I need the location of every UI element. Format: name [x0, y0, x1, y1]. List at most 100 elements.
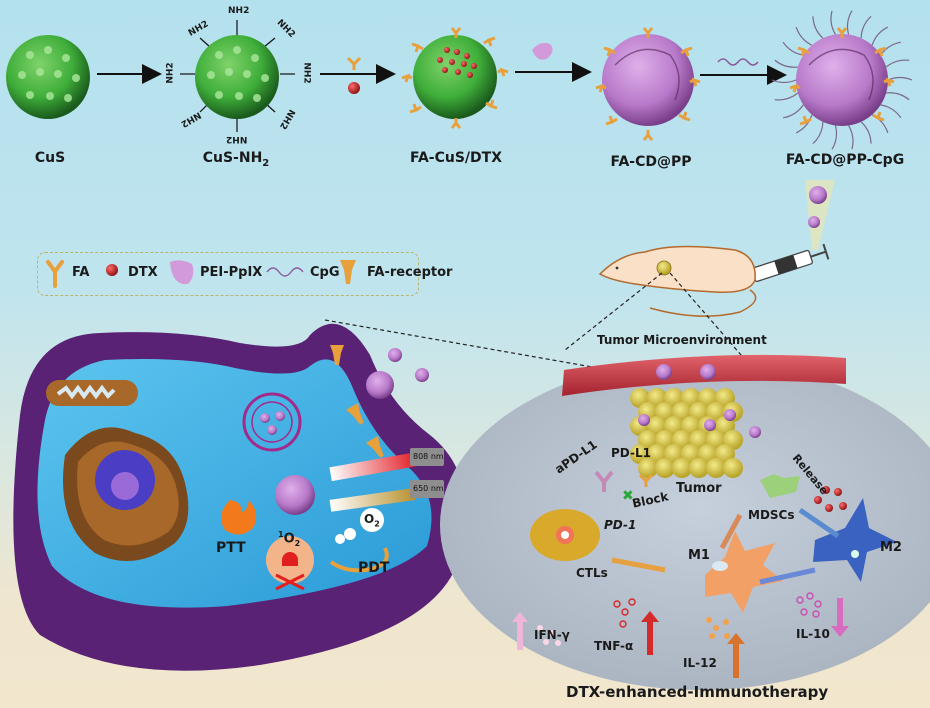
pdl1-label: PD-L1 [611, 446, 651, 460]
cpg-reagent-icon [717, 58, 759, 66]
tme-title: Tumor Microenvironment [597, 333, 767, 347]
singlet-oxygen-sub: 2 [294, 538, 301, 548]
cpg-strand [771, 79, 797, 84]
laser-650-label: 650 nm [413, 484, 444, 493]
oxygen-label-text: O [364, 512, 375, 526]
apdl1-antibody-icon [594, 470, 614, 492]
tumor-cell [689, 458, 709, 478]
fa-cus-dtx-particle [401, 27, 509, 129]
flame-icon [221, 500, 257, 535]
injected-particle [808, 216, 820, 228]
mouse-model-icon [598, 245, 757, 317]
stage-label-cus: CuS [34, 150, 66, 166]
fa-cd-pp-cpg-particle [771, 10, 913, 150]
accumulated-nanoparticle [724, 409, 736, 421]
cpg-strand [812, 16, 824, 39]
cpg-strand [774, 59, 798, 68]
cpg-strand [830, 10, 836, 35]
cpg-strand [774, 92, 799, 101]
cytokine-label-tnf: TNF-α [594, 639, 634, 653]
laser-650-device [410, 480, 444, 498]
mdscs-label: MDSCs [748, 508, 795, 522]
block-x-icon: ✖ [622, 488, 634, 504]
legend-icons [46, 260, 356, 288]
cus-particle [6, 35, 90, 119]
cpg-strand [860, 15, 872, 39]
pei-ppix-icon [170, 260, 194, 285]
fa-receptor-icon [345, 402, 364, 425]
m1-label: M1 [688, 548, 710, 563]
dtx-sphere-icon [106, 264, 118, 276]
legend-label-cpg: CpG [310, 265, 340, 280]
cytokine-label-il10: IL-10 [796, 627, 830, 641]
cpg-strand [885, 59, 910, 68]
cpg-wave-icon [266, 267, 304, 277]
internalized-nanoparticle [275, 475, 315, 515]
cpg-strand [880, 104, 902, 119]
dtx-release-dots [814, 486, 847, 512]
laser-808-beam [329, 452, 416, 482]
pd1-label: PD-1 [604, 518, 637, 532]
pdt-label: PDT [358, 560, 390, 576]
accumulated-nanoparticle [749, 426, 761, 438]
fa-reagent-icon [346, 56, 362, 70]
stage-label-fa-cd-pp-cpg: FA-CD@PP-CpG [785, 152, 905, 168]
cpg-strand [860, 121, 872, 144]
nanoparticle [415, 368, 429, 382]
tumor-label: Tumor [676, 481, 722, 496]
fa-cd-pp-particle [595, 27, 701, 141]
cpg-strand [795, 114, 813, 134]
singlet-oxygen-text: O [283, 531, 295, 547]
legend-label-fa-receptor: FA-receptor [367, 265, 453, 280]
footer-title: DTX-enhanced-Immunotherapy [566, 683, 829, 701]
fa-ligand-icon [46, 260, 64, 288]
ctls-label: CTLs [576, 566, 608, 580]
tumor-cell [706, 458, 726, 478]
tumor-microenvironment: ✖ [440, 354, 930, 690]
stage-label-cus-nh2-sub: 2 [262, 157, 270, 169]
tumor-cell [638, 458, 658, 478]
cpg-strand [848, 125, 854, 150]
cytokine-label-il12: IL-12 [683, 656, 717, 670]
oxygen-label-sub: 2 [374, 519, 380, 529]
cancer-cell [13, 323, 466, 671]
injected-particle [809, 186, 827, 204]
ptt-label: PTT [216, 540, 246, 556]
cpg-strand [846, 10, 853, 35]
stage-label-fa-cd-pp: FA-CD@PP [610, 154, 692, 170]
amine-label: NH2 [301, 62, 312, 84]
legend-label-dtx: DTX [128, 265, 158, 280]
cpg-strand [783, 104, 804, 119]
oxygen-label: O2 [364, 512, 380, 528]
fa-receptor-icon [365, 435, 384, 458]
mdsc-cell [760, 474, 800, 498]
singlet-oxygen-sup: 1 [278, 530, 284, 539]
pdt-arrow [329, 547, 389, 573]
amine-label: NH2 [165, 62, 176, 84]
arrow-m2-m1 [759, 567, 816, 585]
amine-label: NH2 [228, 6, 250, 16]
nanoparticle [388, 348, 402, 362]
laser-808-label: 808 nm [413, 452, 444, 461]
singlet-oxygen-label: 1O2 [278, 530, 300, 548]
tumor-cell [655, 458, 675, 478]
m2-label: M2 [880, 540, 902, 555]
accumulated-nanoparticle [704, 419, 716, 431]
cpg-strand [886, 92, 910, 101]
arrow-mdsc-m2 [798, 507, 840, 539]
laser-808-device [410, 448, 444, 466]
stage-label-fa-cus-dtx: FA-CuS/DTX [409, 150, 503, 166]
tumor-cell [723, 458, 743, 478]
nanoparticle [366, 371, 394, 399]
stage-label-cus-nh2: CuS-NH2 [203, 150, 270, 169]
pdl1-icon [638, 473, 654, 487]
endosome [242, 392, 302, 452]
tumor-cluster [630, 388, 761, 478]
legend-label-fa: FA [72, 265, 90, 280]
fa-receptor-icon [330, 345, 344, 365]
cus-nh2-particle [180, 20, 295, 132]
cpg-strand [871, 26, 889, 46]
accumulated-nanoparticle [638, 414, 650, 426]
arrow-m1-ctl [611, 557, 666, 573]
